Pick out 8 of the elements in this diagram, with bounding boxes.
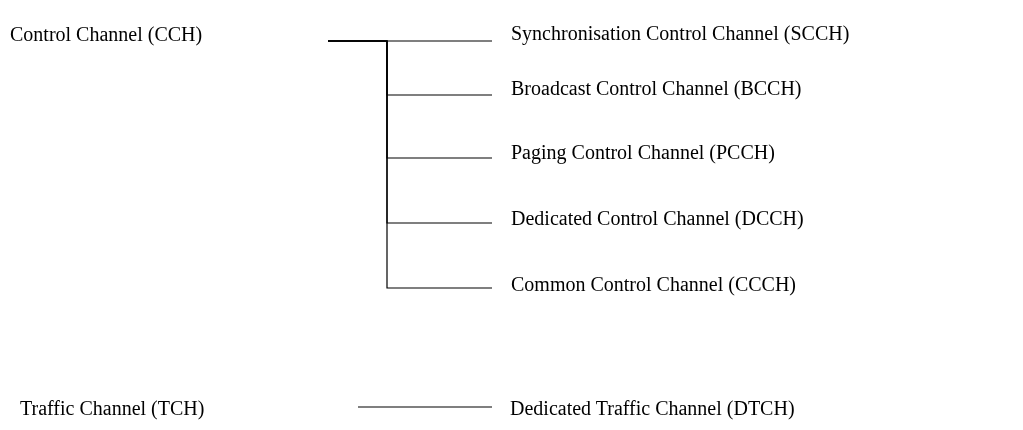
channel-label: Broadcast Control Channel (BCCH) [492,76,912,100]
channel-label: Dedicated Traffic Channel (DTCH) [492,396,912,420]
channel-label: Control Channel (CCH) [10,22,204,46]
channel-label: Synchronisation Control Channel (SCCH) [492,21,992,45]
channel-label: Dedicated Control Channel (DCCH) [492,206,912,230]
channel-label: Paging Control Channel (PCCH) [492,140,912,164]
channel-label: Traffic Channel (TCH) [20,396,206,420]
channel-label: Common Control Channel (CCCH) [492,272,912,296]
